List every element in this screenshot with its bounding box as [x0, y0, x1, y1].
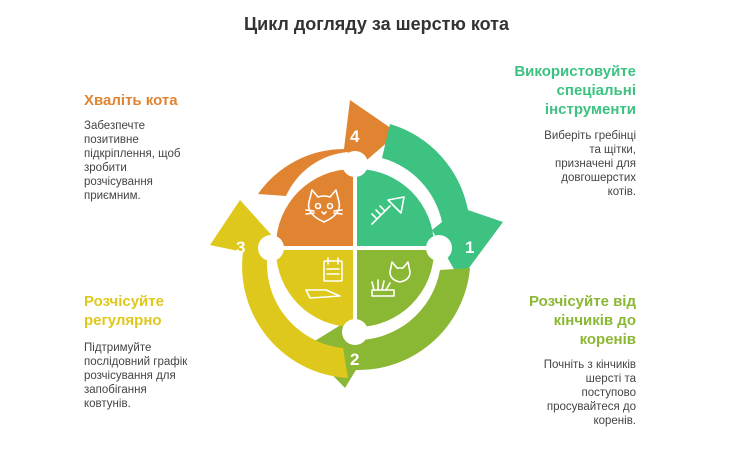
step-3-heading: Розчісуйте регулярно: [84, 293, 164, 329]
step-3-description: Підтримуйте послідовний графік розчісува…: [84, 342, 188, 410]
step-number-3: 3: [236, 238, 245, 257]
brush-icon: [371, 196, 405, 225]
page-title: Цикл догляду за шерстю кота: [243, 14, 510, 34]
schedule-icon: [305, 257, 343, 299]
ring-segment-1: [382, 124, 503, 280]
step-4-description: Забезпечте позитивне підкріплення, щоб з…: [84, 120, 181, 202]
step-2-heading: Розчісуйте від кінчиків до коренів: [528, 293, 636, 348]
cat-grooming-icon: [371, 261, 411, 297]
ring-segment-2: [305, 268, 470, 388]
cat-face-icon: [305, 189, 343, 223]
step-4-heading: Хваліть кота: [84, 92, 178, 109]
step-1-description: Виберіть гребінці та щітки, призначені д…: [544, 130, 636, 198]
ring-segment-4: [258, 100, 398, 196]
inner-quadrant-4: [276, 169, 353, 246]
step-number-2: 2: [350, 350, 359, 369]
ring-segment-3: [210, 200, 348, 378]
step-number-1: 1: [465, 238, 474, 257]
inner-quadrant-2: [357, 250, 434, 327]
step-1-heading: Використовуйте спеціальні інструменти: [514, 63, 636, 118]
step-number-4: 4: [350, 127, 360, 146]
step-2-description: Почніть з кінчиків шерсті та поступово п…: [543, 359, 636, 427]
